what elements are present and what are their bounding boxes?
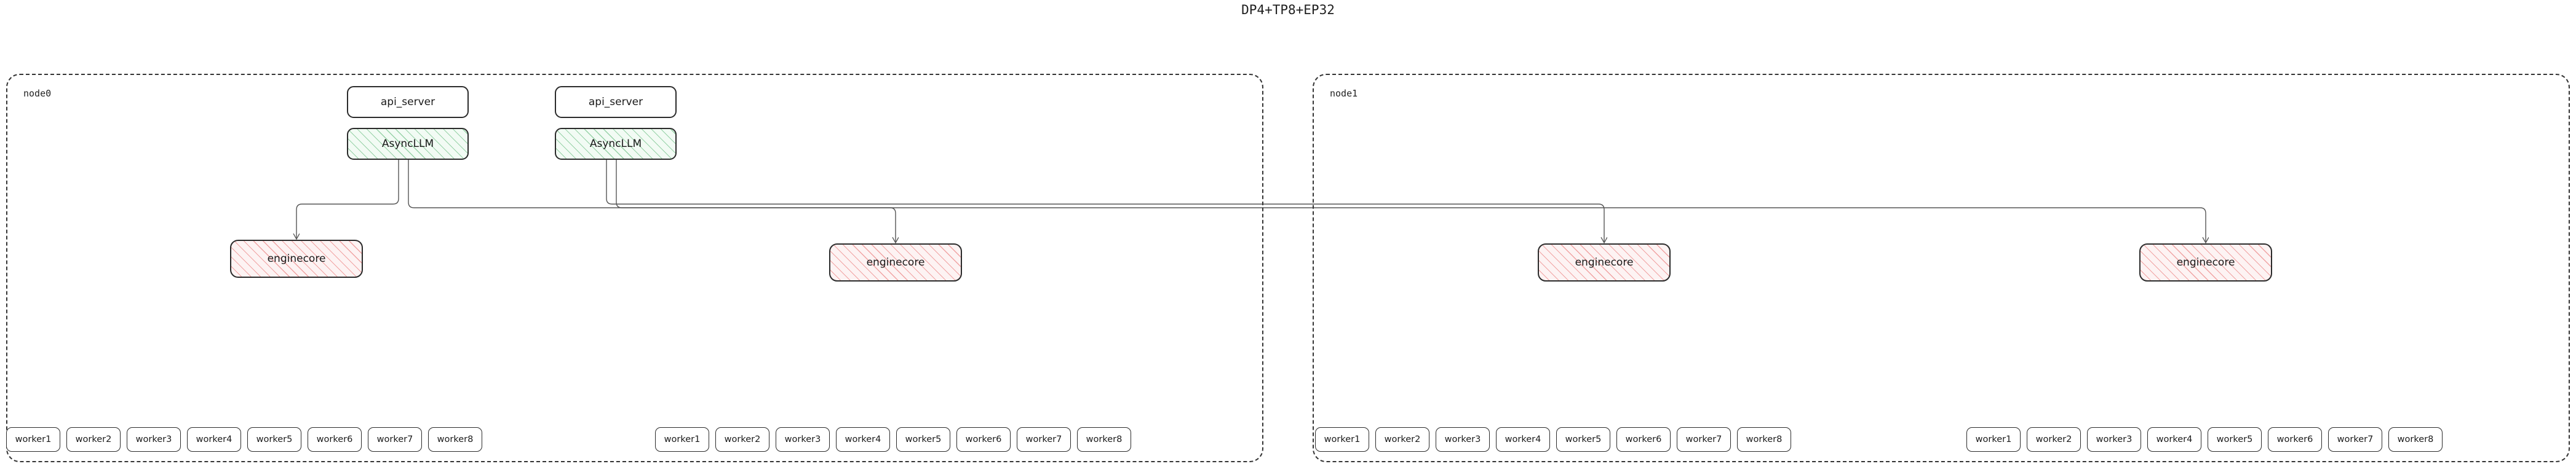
worker-box-node0-0-6-label: worker7: [376, 435, 413, 444]
worker-box-node1-1-6[interactable]: worker7: [2328, 427, 2382, 452]
api-server-box-node0-1-label: api_server: [588, 96, 643, 108]
worker-box-node1-0-5-label: worker6: [1625, 435, 1662, 444]
worker-box-node1-1-2-label: worker3: [2096, 435, 2133, 444]
worker-box-node0-1-2-label: worker3: [784, 435, 821, 444]
worker-box-node1-1-0-label: worker1: [1975, 435, 2012, 444]
worker-box-node0-0-0[interactable]: worker1: [6, 427, 60, 452]
worker-box-node1-1-3-label: worker4: [2156, 435, 2193, 444]
worker-box-node1-1-0[interactable]: worker1: [1966, 427, 2021, 452]
asyncllm-box-node0-1[interactable]: AsyncLLM: [555, 128, 677, 160]
enginecore-box-node0-0[interactable]: enginecore: [230, 240, 363, 278]
worker-box-node1-1-2[interactable]: worker3: [2087, 427, 2141, 452]
worker-box-node1-1-7[interactable]: worker8: [2388, 427, 2443, 452]
node-group-node0: [6, 74, 1263, 462]
worker-box-node1-0-2-label: worker3: [1444, 435, 1481, 444]
worker-box-node0-1-7[interactable]: worker8: [1077, 427, 1131, 452]
worker-box-node1-1-5-label: worker6: [2276, 435, 2313, 444]
worker-box-node1-0-0-label: worker1: [1324, 435, 1361, 444]
worker-box-node0-1-3[interactable]: worker4: [836, 427, 890, 452]
node-label-node1: node1: [1330, 88, 1358, 99]
worker-box-node1-1-4-label: worker5: [2216, 435, 2253, 444]
enginecore-box-node1-0[interactable]: enginecore: [1538, 243, 1671, 282]
worker-box-node1-1-1-label: worker2: [2035, 435, 2072, 444]
worker-box-node0-0-4-label: worker5: [256, 435, 293, 444]
worker-box-node0-0-2-label: worker3: [135, 435, 172, 444]
worker-box-node0-0-4[interactable]: worker5: [247, 427, 301, 452]
worker-box-node0-0-6[interactable]: worker7: [368, 427, 422, 452]
worker-box-node0-0-1-label: worker2: [75, 435, 112, 444]
worker-box-node1-0-7-label: worker8: [1746, 435, 1783, 444]
worker-box-node0-1-7-label: worker8: [1086, 435, 1123, 444]
enginecore-box-node1-1-label: enginecore: [2176, 256, 2235, 269]
worker-box-node0-1-2[interactable]: worker3: [776, 427, 830, 452]
worker-box-node0-0-3[interactable]: worker4: [187, 427, 241, 452]
worker-box-node1-1-1[interactable]: worker2: [2027, 427, 2081, 452]
worker-box-node1-0-1-label: worker2: [1384, 435, 1421, 444]
node-label-node0: node0: [23, 88, 52, 99]
worker-box-node0-1-6[interactable]: worker7: [1017, 427, 1071, 452]
page-title: DP4+TP8+EP32: [1241, 2, 1335, 17]
worker-box-node0-0-2[interactable]: worker3: [127, 427, 181, 452]
api-server-box-node0-0[interactable]: api_server: [347, 86, 469, 118]
worker-box-node0-1-1-label: worker2: [724, 435, 761, 444]
worker-box-node0-1-6-label: worker7: [1025, 435, 1062, 444]
worker-box-node1-1-4[interactable]: worker5: [2208, 427, 2262, 452]
worker-box-node0-1-4[interactable]: worker5: [896, 427, 950, 452]
worker-box-node0-1-3-label: worker4: [845, 435, 881, 444]
worker-box-node0-0-7-label: worker8: [437, 435, 474, 444]
worker-box-node0-1-4-label: worker5: [905, 435, 942, 444]
worker-box-node1-1-7-label: worker8: [2397, 435, 2434, 444]
worker-box-node0-1-0-label: worker1: [664, 435, 701, 444]
api-server-box-node0-0-label: api_server: [380, 96, 435, 108]
worker-box-node0-0-5[interactable]: worker6: [308, 427, 362, 452]
worker-box-node1-0-3[interactable]: worker4: [1496, 427, 1550, 452]
node-group-node1: [1313, 74, 2570, 462]
enginecore-box-node1-1[interactable]: enginecore: [2139, 243, 2272, 282]
worker-box-node1-1-6-label: worker7: [2337, 435, 2374, 444]
asyncllm-box-node0-1-label: AsyncLLM: [589, 138, 642, 150]
worker-box-node1-0-7[interactable]: worker8: [1737, 427, 1791, 452]
worker-box-node0-0-3-label: worker4: [196, 435, 233, 444]
worker-box-node1-0-4[interactable]: worker5: [1556, 427, 1610, 452]
worker-box-node1-1-5[interactable]: worker6: [2268, 427, 2322, 452]
worker-box-node1-0-3-label: worker4: [1505, 435, 1541, 444]
asyncllm-box-node0-0[interactable]: AsyncLLM: [347, 128, 469, 160]
enginecore-box-node0-1-label: enginecore: [866, 256, 925, 269]
worker-box-node0-0-0-label: worker1: [15, 435, 52, 444]
worker-box-node0-1-5[interactable]: worker6: [956, 427, 1011, 452]
worker-box-node1-0-5[interactable]: worker6: [1616, 427, 1671, 452]
api-server-box-node0-1[interactable]: api_server: [555, 86, 677, 118]
worker-box-node1-0-2[interactable]: worker3: [1436, 427, 1490, 452]
worker-box-node1-0-6-label: worker7: [1685, 435, 1722, 444]
enginecore-box-node0-0-label: enginecore: [267, 253, 326, 265]
enginecore-box-node0-1[interactable]: enginecore: [829, 243, 962, 282]
worker-box-node1-0-1[interactable]: worker2: [1375, 427, 1429, 452]
worker-box-node1-0-4-label: worker5: [1565, 435, 1602, 444]
worker-box-node1-1-3[interactable]: worker4: [2147, 427, 2201, 452]
enginecore-box-node1-0-label: enginecore: [1575, 256, 1634, 269]
worker-box-node1-0-0[interactable]: worker1: [1315, 427, 1369, 452]
worker-box-node0-1-0[interactable]: worker1: [655, 427, 709, 452]
worker-box-node1-0-6[interactable]: worker7: [1677, 427, 1731, 452]
worker-box-node0-0-5-label: worker6: [316, 435, 353, 444]
worker-box-node0-1-1[interactable]: worker2: [715, 427, 769, 452]
asyncllm-box-node0-0-label: AsyncLLM: [381, 138, 434, 150]
worker-box-node0-1-5-label: worker6: [965, 435, 1002, 444]
worker-box-node0-0-1[interactable]: worker2: [66, 427, 121, 452]
worker-box-node0-0-7[interactable]: worker8: [428, 427, 482, 452]
